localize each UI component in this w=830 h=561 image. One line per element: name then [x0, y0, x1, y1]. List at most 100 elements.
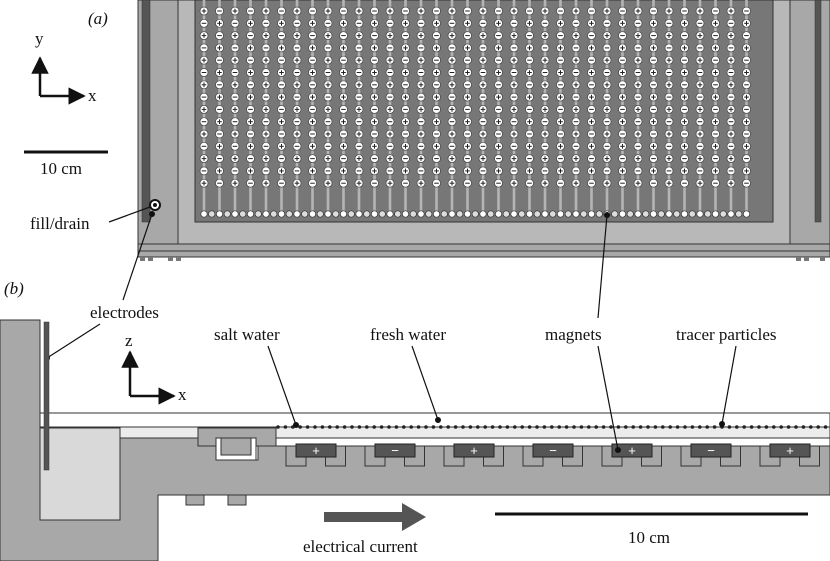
- tracer-particle: [335, 425, 340, 429]
- tracer-particle: [653, 425, 658, 429]
- panel-a-scale-label: 10 cm: [40, 159, 82, 178]
- magnet-circle: [432, 210, 441, 218]
- tracer-particle: [638, 425, 643, 429]
- tank-top-view: [137, 0, 830, 261]
- magnet-circle: [223, 210, 231, 218]
- tracer-particle: [668, 425, 672, 429]
- tracer-particle: [683, 425, 687, 429]
- magnet-circle: [680, 210, 689, 218]
- magnet-circle: [208, 210, 216, 218]
- tracer-particle: [446, 425, 451, 429]
- magnet-circle: [386, 210, 394, 218]
- electrodes-label: electrodes: [90, 303, 159, 322]
- tracer-particle: [675, 425, 680, 429]
- salt-water-leader: [267, 345, 297, 426]
- tracer-particle: [757, 425, 761, 429]
- tracer-particle: [698, 425, 702, 429]
- magnet-circle: [494, 210, 503, 218]
- tracer-particle: [661, 425, 665, 429]
- fill-drain-label: fill/drain: [30, 214, 90, 233]
- fresh-water-label: fresh water: [370, 325, 446, 344]
- tracer-particle: [624, 425, 628, 429]
- tank-feet: [140, 257, 825, 261]
- tracer-particle: [402, 425, 406, 429]
- side-magnet: +: [611, 443, 653, 458]
- electrodes-leader-a: [122, 213, 153, 301]
- tracer-particle: [772, 425, 776, 429]
- magnet-circle: [611, 210, 619, 218]
- tracer-particle: [453, 425, 458, 429]
- tracer-particle: [631, 425, 635, 429]
- tracer-particle: [587, 425, 591, 429]
- tracer-particle: [283, 425, 288, 429]
- tracer-particle: [809, 425, 813, 429]
- side-magnet: −: [374, 443, 416, 458]
- magnet-circle: [549, 210, 557, 218]
- tracer-particle: [483, 425, 488, 429]
- tracer-particle: [527, 425, 532, 429]
- tracer-particle: [416, 425, 421, 429]
- magnet-circle: [324, 210, 332, 218]
- magnet-circle: [556, 210, 565, 218]
- tracer-particle: [313, 425, 317, 429]
- tracer-particle: [387, 425, 391, 429]
- magnet-circle: [277, 210, 286, 218]
- side-magnet-sign: +: [786, 443, 794, 458]
- tracer-particle: [601, 425, 606, 429]
- magnets-leader-a: [597, 214, 608, 319]
- axis-x-label: x: [88, 86, 97, 105]
- magnet-circle: [727, 210, 735, 218]
- magnet-circle: [673, 210, 681, 218]
- tank-side-view: +−+−+−+: [0, 319, 830, 561]
- tracer-particle: [705, 425, 709, 429]
- fresh-water-leader: [411, 345, 439, 421]
- magnets-label: magnets: [545, 325, 602, 344]
- side-magnet: +: [295, 443, 337, 458]
- magnet-circle: [518, 210, 526, 218]
- side-magnet-sign: +: [312, 443, 320, 458]
- tracer-particle: [749, 425, 754, 429]
- magnet-circle: [270, 210, 278, 218]
- magnet-circle: [471, 210, 479, 218]
- magnet-circle: [363, 210, 371, 218]
- magnet-circle: [572, 210, 580, 218]
- tracer-particle: [594, 425, 598, 429]
- tracer-particle: [520, 425, 524, 429]
- tracer-particle: [735, 425, 739, 429]
- side-magnet: +: [453, 443, 495, 458]
- tracer-particle: [616, 425, 621, 429]
- magnet-row: +−+−+−+: [295, 443, 811, 458]
- tracer-particle: [298, 425, 303, 429]
- tracer-particle: [424, 425, 428, 429]
- panel-a-label: (a): [88, 9, 108, 28]
- electrode: [43, 321, 50, 471]
- tracer-particles-leader: [721, 345, 737, 425]
- magnet-circle: [657, 210, 665, 218]
- axis-x-label-b: x: [178, 385, 187, 404]
- magnet-circle: [719, 210, 727, 218]
- tracer-particle: [505, 425, 510, 429]
- side-magnet-sign: +: [470, 443, 478, 458]
- tracer-particle: [439, 425, 443, 429]
- tracer-particles-label: tracer particles: [676, 325, 777, 344]
- tracer-particle: [320, 425, 325, 429]
- side-magnet-sign: −: [549, 443, 557, 458]
- salt-water-label: salt water: [214, 325, 280, 344]
- magnet-circle: [711, 210, 720, 218]
- magnet-circle: [394, 210, 402, 218]
- tracer-particle: [712, 425, 717, 429]
- side-magnet: +: [769, 443, 811, 458]
- tracer-particle: [794, 425, 798, 429]
- magnet-circle: [487, 210, 495, 218]
- side-magnet-sign: +: [628, 443, 636, 458]
- tracer-particle: [305, 425, 310, 429]
- magnet-circle: [510, 210, 518, 218]
- tracer-particle: [579, 425, 584, 429]
- tracer-particle: [350, 425, 354, 429]
- magnet-circle: [742, 210, 751, 218]
- tracer-particle: [431, 425, 436, 429]
- magnet-circle: [634, 210, 642, 218]
- magnet-circle: [502, 210, 510, 218]
- magnet-circle: [440, 210, 448, 218]
